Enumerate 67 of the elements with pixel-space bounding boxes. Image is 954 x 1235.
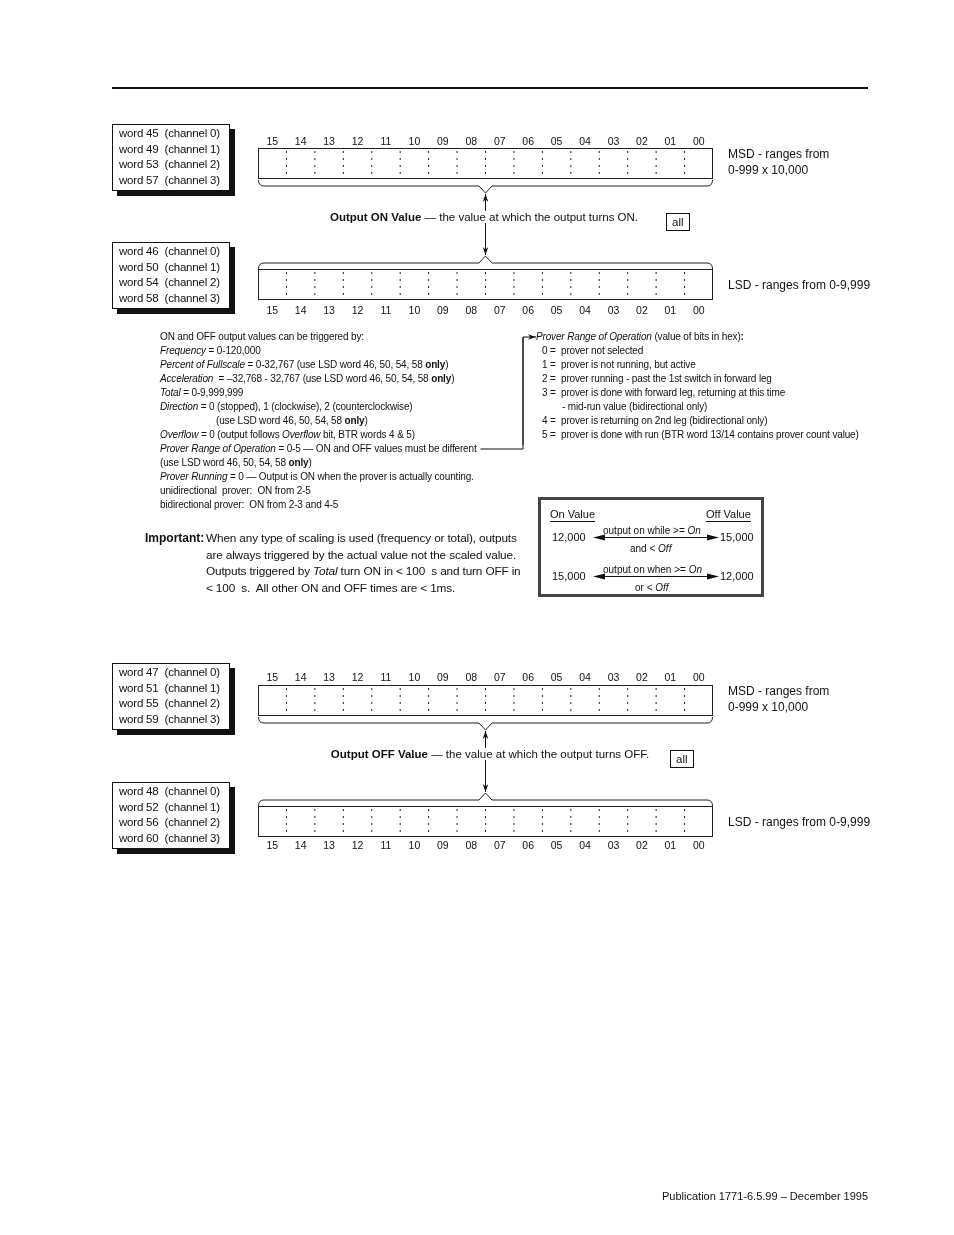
note-text: 1 = prover is not running, but active	[542, 358, 696, 372]
note-heading: Important:	[145, 530, 205, 547]
word-label: word 50 (channel 1)	[119, 259, 221, 275]
arrow-label: or < Off	[635, 581, 669, 594]
word-label: word 53 (channel 2)	[119, 157, 221, 173]
value-text: 15,000	[720, 531, 754, 544]
note-text: (use LSD word 46, 50, 54, 58 only)	[160, 456, 312, 470]
word-label: word 57 (channel 3)	[119, 173, 221, 189]
bit-register	[258, 792, 713, 838]
range-note: MSD - ranges from 0-999 x 10,000	[728, 683, 831, 715]
column-heading: On Value	[550, 508, 596, 522]
word-label: word 52 (channel 1)	[119, 799, 221, 815]
range-note: MSD - ranges from 0-999 x 10,000	[728, 146, 831, 178]
word-label: word 60 (channel 3)	[119, 831, 221, 847]
bit-register	[258, 685, 713, 731]
arrow-label: output on while >= On	[603, 524, 701, 537]
note-text: Total = 0-9,999,999	[160, 386, 244, 400]
bit-register	[258, 255, 713, 301]
bit-register	[258, 148, 713, 194]
note-text: 2 = prover running - past the 1st switch in forward leg	[542, 372, 772, 386]
arrow	[482, 759, 489, 793]
word-label: word 45 (channel 0)	[119, 126, 221, 141]
note-text: unidirectional prover: ON from 2-5	[160, 484, 311, 498]
word-label: word 54 (channel 2)	[119, 275, 221, 291]
word-label: word 55 (channel 2)	[119, 696, 221, 712]
note-text: bidirectional prover: ON from 2-3 and 4-5	[160, 498, 339, 512]
word-label: word 47 (channel 0)	[119, 665, 221, 680]
word-label: word 48 (channel 0)	[119, 784, 221, 799]
scope-tag: all	[666, 213, 690, 231]
note-text: 0 = prover not selected	[542, 344, 644, 358]
range-note: LSD - ranges from 0-9,999	[728, 277, 872, 293]
note-text: Percent of Fullscale = 0-32,767 (use LSD word 46, 50, 54, 58 only)	[160, 358, 449, 372]
publication-footer: Publication 1771-6.5.99 – December 1995	[662, 1190, 869, 1202]
value-text: 12,000	[720, 570, 754, 583]
column-heading: Off Value	[706, 508, 751, 522]
caption-text: Output OFF Value — the value at which the output turns OFF.	[328, 748, 652, 760]
note-text: - mid-run value (bidirectional only)	[562, 400, 708, 414]
note-text: 3 = prover is done with forward leg, returning at this time	[542, 386, 786, 400]
word-label: word 46 (channel 0)	[119, 244, 221, 259]
note-text: When any type of scaling is used (frequency or total), outputs are always triggered by the actual value not the scaled value. Outputs triggered by Total turn ON in < 100 s and turn OFF in < 100 s. All other ON and OFF times are < 1ms.	[206, 530, 522, 596]
note-text: Prover Running = 0 — Output is ON when the prover is actually counting.	[160, 470, 474, 484]
note-text: Acceleration = –32,768 - 32,767 (use LSD word 46, 50, 54, 58 only)	[160, 372, 455, 386]
arrow	[482, 730, 489, 749]
note-text: Prover Range of Operation = 0-5 — ON and OFF values must be different	[160, 442, 477, 456]
comparison-table	[538, 497, 764, 597]
note-text: (use LSD word 46, 50, 54, 58 only)	[216, 414, 368, 428]
note-text: 5 = prover is done with run (BTR word 13/14 contains prover count value)	[542, 428, 859, 442]
word-label: word 56 (channel 2)	[119, 815, 221, 831]
value-text: 15,000	[552, 570, 586, 583]
word-label: word 58 (channel 3)	[119, 291, 221, 307]
arrow-label: output on when >= On	[603, 563, 702, 576]
note-text: 4 = prover is returning on 2nd leg (bidirectional only)	[542, 414, 768, 428]
note-text: Overflow = 0 (output follows Overflow bit, BTR words 4 & 5)	[160, 428, 415, 442]
arrow	[480, 334, 537, 450]
note-text: Direction = 0 (stopped), 1 (clockwise), 2 (counterclockwise)	[160, 400, 413, 414]
arrow	[482, 193, 489, 212]
arrow	[482, 222, 489, 256]
note-text: Prover Range of Operation (value of bits in hex):	[536, 330, 744, 344]
arrow-label: and < Off	[630, 542, 672, 555]
note-text: Frequency = 0-120,000	[160, 344, 261, 358]
word-label: word 59 (channel 3)	[119, 712, 221, 728]
word-label: word 49 (channel 1)	[119, 141, 221, 157]
range-note: LSD - ranges from 0-9,999	[728, 814, 872, 830]
value-text: 12,000	[552, 531, 586, 544]
word-label: word 51 (channel 1)	[119, 680, 221, 696]
note-text: ON and OFF output values can be triggered by:	[160, 330, 364, 344]
scope-tag: all	[670, 750, 694, 768]
